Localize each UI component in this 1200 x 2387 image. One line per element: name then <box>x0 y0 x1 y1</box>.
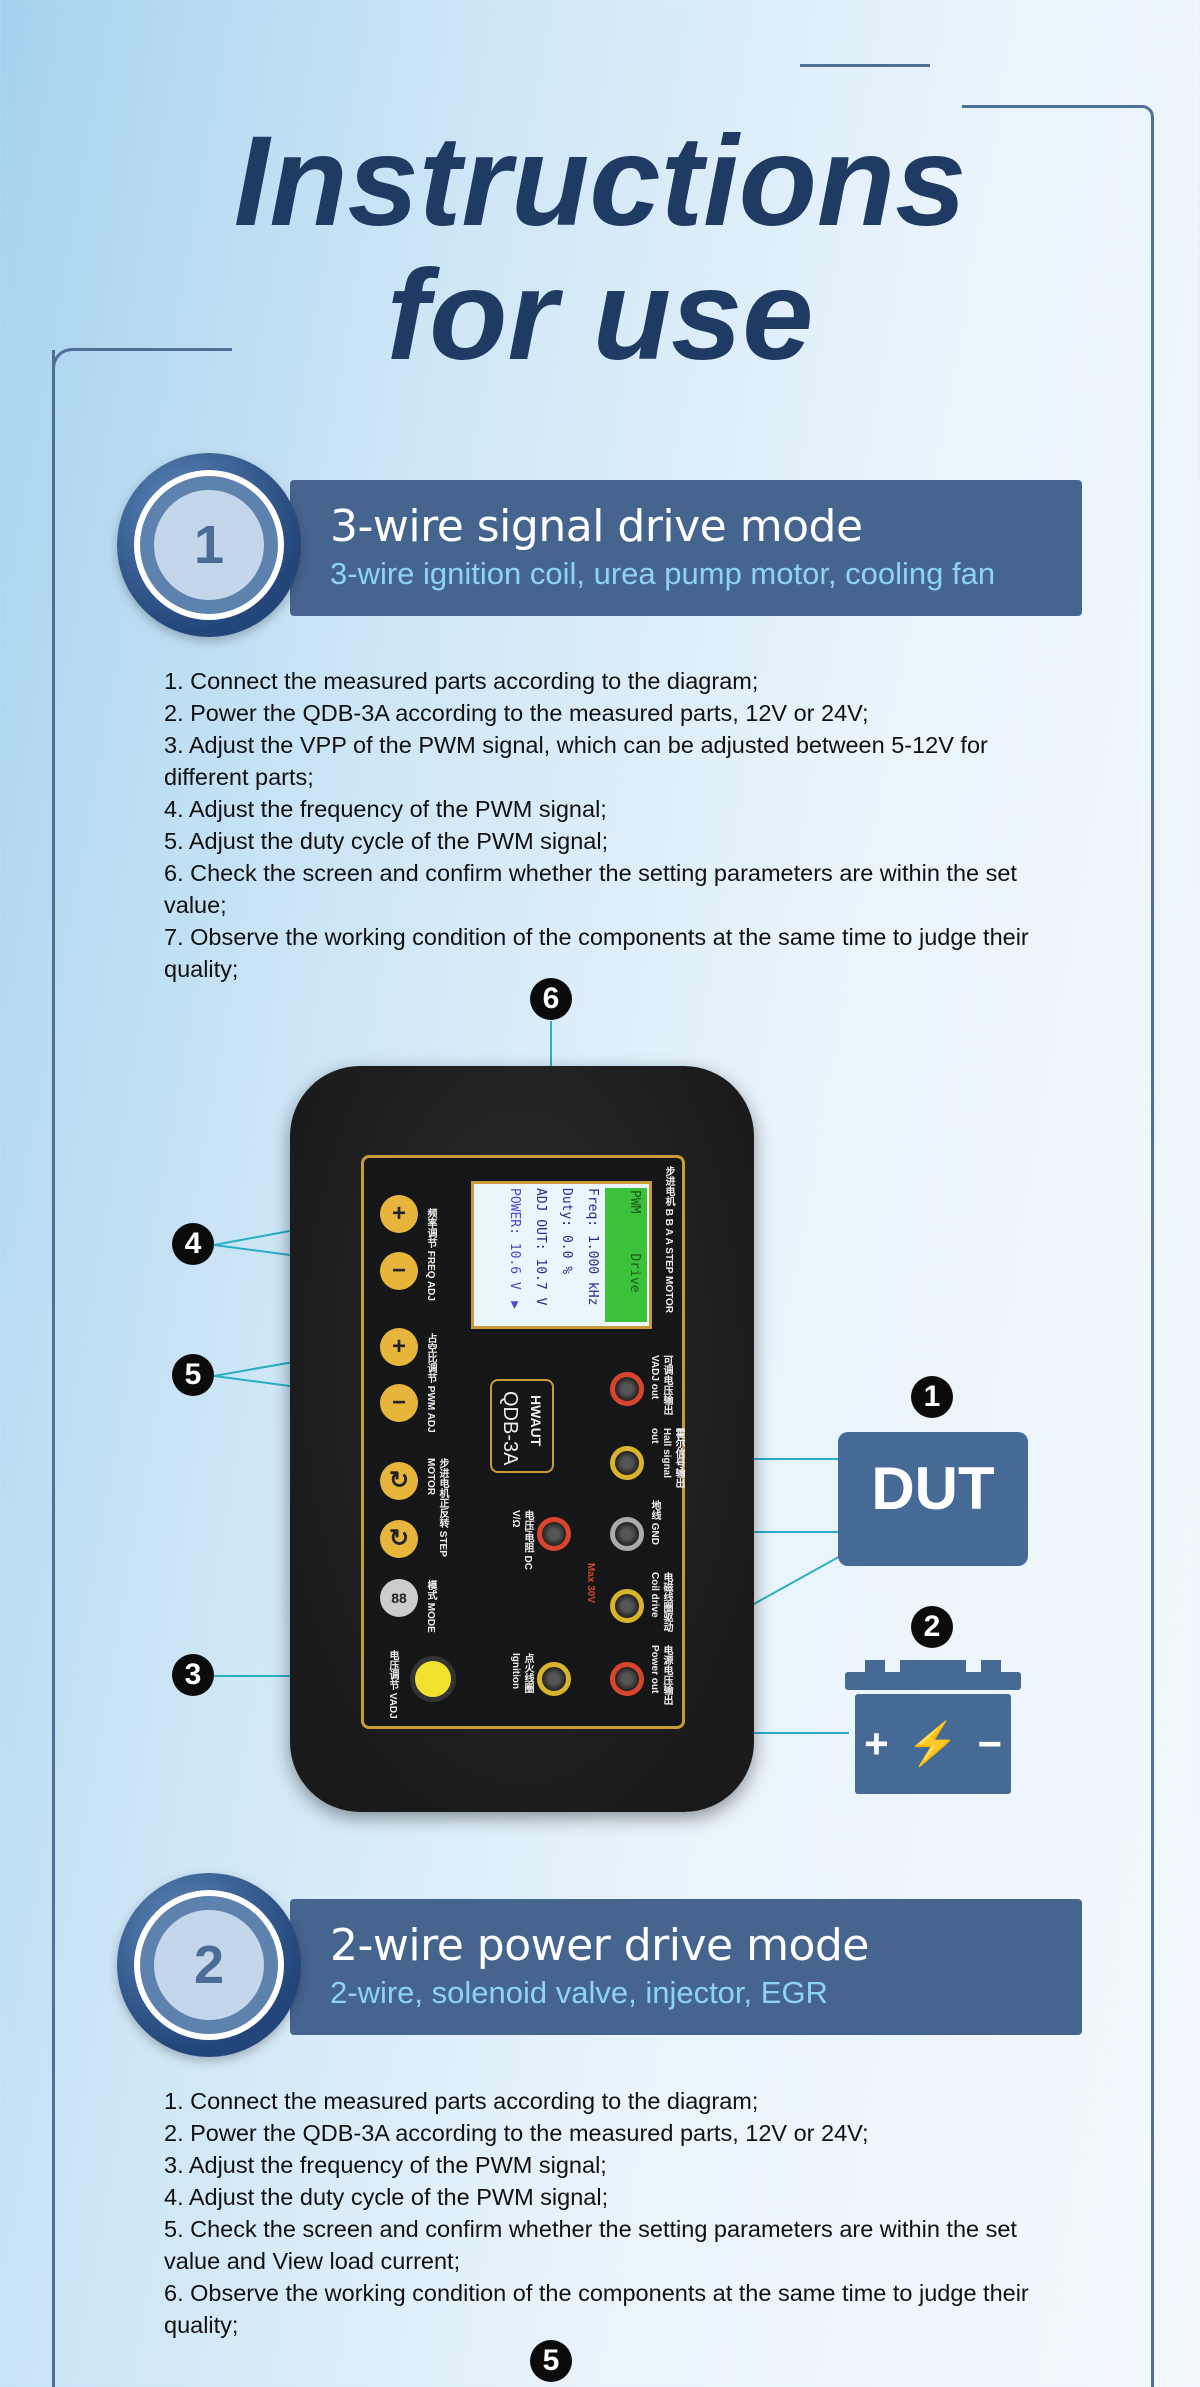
step: 6. Observe the working condition of the … <box>164 2280 1029 2338</box>
section1-banner: 3-wire signal drive mode 3-wire ignition… <box>290 480 1082 616</box>
screen-mode-strip: PWM Drive <box>605 1188 647 1322</box>
step: 2. Power the QDB-3A according to the mea… <box>164 2120 869 2146</box>
frame-right <box>962 105 1154 2387</box>
section1-subtitle: 3-wire ignition coil, urea pump motor, c… <box>330 556 996 591</box>
device-panel: PWM Drive Freq: 1.000 kHz Duty: 0.0 % ADJ… <box>361 1155 685 1729</box>
step-forward-button[interactable]: ↻ <box>380 1462 418 1500</box>
section1-number: 1 <box>154 490 264 600</box>
callout-5-section2: 5 <box>530 2340 572 2382</box>
step: 3. Adjust the VPP of the PWM signal, whi… <box>164 732 988 790</box>
frame-left <box>52 350 55 2387</box>
battery-icon: + ⚡ − <box>845 1660 1021 1794</box>
page-title-line2: for use <box>386 244 814 387</box>
step: 3. Adjust the frequency of the PWM signa… <box>164 2152 607 2178</box>
step: 2. Power the QDB-3A according to the mea… <box>164 700 869 726</box>
callout-3: 3 <box>172 1654 214 1696</box>
screen-mode: PWM <box>627 1190 642 1214</box>
step: 7. Observe the working condition of the … <box>164 924 1029 982</box>
step: 1. Connect the measured parts according … <box>164 2088 759 2114</box>
hall-signal-label: 霍尔信号输出 Hall signal out <box>649 1428 684 1488</box>
ignition-jack[interactable] <box>537 1662 571 1696</box>
callout-6: 6 <box>530 978 572 1020</box>
section2-banner: 2-wire power drive mode 2-wire, solenoid… <box>290 1899 1082 2035</box>
freq-minus-button[interactable]: − <box>380 1252 418 1290</box>
section1-steps: 1. Connect the measured parts according … <box>164 665 1064 985</box>
power-out-jack[interactable] <box>610 1662 644 1696</box>
vadj-knob[interactable] <box>410 1656 456 1702</box>
callout-5: 5 <box>172 1354 214 1396</box>
vadj-out-jack[interactable] <box>610 1372 644 1406</box>
callout-1: 1 <box>911 1376 953 1418</box>
callout-4: 4 <box>172 1223 214 1265</box>
brand-logo-box: HWAUT QDB-3A <box>490 1379 554 1473</box>
callout-2: 2 <box>911 1606 953 1648</box>
screen-drive: Drive <box>627 1253 642 1293</box>
page-title-line1: Instructions <box>233 110 967 253</box>
dc-v-ohm-jack[interactable] <box>537 1517 571 1551</box>
max-30v-label: Max 30V <box>585 1563 596 1604</box>
step: 4. Adjust the frequency of the PWM signa… <box>164 796 607 822</box>
dc-v-ohm-label: 电压/电阻 DC V/Ω <box>510 1510 533 1570</box>
screen-power: POWER: 10.6 V ▼ <box>507 1188 522 1313</box>
section2-steps: 1. Connect the measured parts according … <box>164 2085 1064 2341</box>
battery-minus: − <box>977 1720 1002 1767</box>
section2-title: 2-wire power drive mode <box>330 1920 869 1971</box>
battery-plus: + <box>864 1720 889 1767</box>
section2-subtitle: 2-wire, solenoid valve, injector, EGR <box>330 1975 828 2010</box>
frame-top-line <box>800 64 930 67</box>
section1-badge: 1 <box>117 453 301 637</box>
freq-adj-label: 频率调节 FREQ ADJ <box>425 1208 436 1301</box>
step: 1. Connect the measured parts according … <box>164 668 759 694</box>
ignition-label: 点火线圈 Ignition <box>510 1653 533 1693</box>
frame-left-top <box>52 348 232 388</box>
battery-line <box>754 1732 849 1734</box>
hall-signal-jack[interactable] <box>610 1446 644 1480</box>
brand-name: HWAUT <box>528 1395 544 1447</box>
lightning-icon: ⚡ <box>906 1719 960 1767</box>
coil-drive-jack[interactable] <box>610 1589 644 1623</box>
step-motor-button-label: 步进电机正反转 STEP MOTOR <box>425 1458 448 1557</box>
gnd-label: 地线 GND <box>649 1500 660 1545</box>
step: 5. Adjust the duty cycle of the PWM sign… <box>164 828 609 854</box>
screen-freq: Freq: 1.000 kHz <box>585 1188 600 1306</box>
device-screen: PWM Drive Freq: 1.000 kHz Duty: 0.0 % ADJ… <box>471 1181 652 1329</box>
mode-label: 模式 MODE <box>425 1580 436 1633</box>
step: 6. Check the screen and confirm whether … <box>164 860 1017 918</box>
power-out-label: 电源电压输出 Power out <box>649 1645 672 1705</box>
step-reverse-button[interactable]: ↻ <box>380 1520 418 1558</box>
dut-box: DUT <box>838 1432 1028 1566</box>
section1-title: 3-wire signal drive mode <box>330 501 863 552</box>
step: 4. Adjust the duty cycle of the PWM sign… <box>164 2184 609 2210</box>
model-name: QDB-3A <box>499 1391 521 1466</box>
mode-button[interactable]: 88 <box>380 1579 418 1617</box>
section2-badge: 2 <box>117 1873 301 2057</box>
pwm-minus-button[interactable]: − <box>380 1384 418 1422</box>
section2-number: 2 <box>154 1910 264 2020</box>
vadj-out-label: 可调电压输出 VADJ out <box>649 1355 672 1415</box>
step: 5. Check the screen and confirm whether … <box>164 2216 1017 2274</box>
coil-drive-label: 电磁线圈驱动 Coil drive <box>649 1572 672 1632</box>
gnd-jack[interactable] <box>610 1517 644 1551</box>
freq-plus-button[interactable]: + <box>380 1195 418 1233</box>
screen-adj-out: ADJ OUT: 10.7 V <box>533 1188 548 1306</box>
vadj-label: 电压调节 VADJ <box>387 1650 398 1719</box>
step-motor-label: 步进电机 B B A A STEP MOTOR <box>663 1166 674 1314</box>
pwm-adj-label: 占空比调节 PWM ADJ <box>425 1333 436 1433</box>
pwm-plus-button[interactable]: + <box>380 1328 418 1366</box>
screen-duty: Duty: 0.0 % <box>559 1188 574 1275</box>
